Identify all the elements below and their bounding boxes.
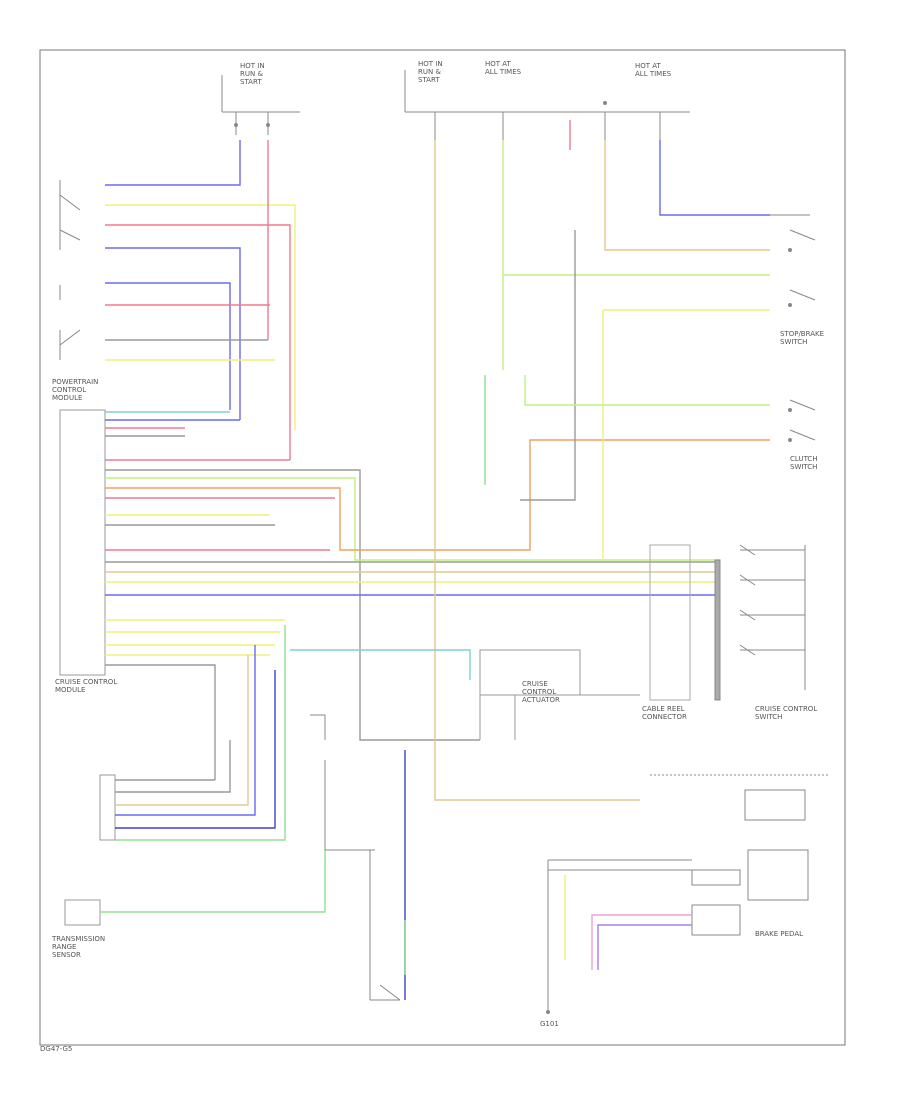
label-pcm: POWERTRAIN CONTROL MODULE: [52, 378, 99, 402]
diagram-frame: [39, 49, 846, 1046]
pcm-connector: [59, 409, 106, 676]
wire-trs: [100, 850, 326, 913]
label-stop-brake-switch: STOP/BRAKE SWITCH: [780, 330, 824, 346]
fuse-block-center: [404, 70, 690, 140]
pcm-switch: [59, 285, 81, 360]
cable-reel: [649, 544, 691, 701]
switch-cluster-top: [59, 180, 81, 250]
label-hot-at-all-times-2: HOT AT ALL TIMES: [635, 62, 672, 78]
label-hot-at-all-times-1: HOT AT ALL TIMES: [485, 60, 522, 76]
ground-symbol: [546, 1010, 550, 1014]
label-cable-reel: CABLE REEL CONNECTOR: [642, 705, 687, 721]
label-ground: G101: [540, 1020, 559, 1028]
label-hot-run-start-1: HOT IN RUN & START: [240, 62, 265, 86]
cruise-switch: [739, 544, 806, 690]
wires-lower-left: [115, 625, 286, 841]
fuse-block-left: [221, 75, 300, 135]
wires-center-vertical: [267, 120, 770, 801]
label-brake-pedal: BRAKE PEDAL: [755, 930, 804, 938]
label-cruise-control-module: CRUISE CONTROL MODULE: [55, 678, 118, 694]
label-clutch-switch: CLUTCH SWITCH: [790, 455, 818, 471]
wires-left: [105, 140, 770, 780]
lower-left-connector: [99, 774, 116, 841]
wire-cyan-actuator: [290, 649, 471, 680]
label-actuator: CRUISE CONTROL ACTUATOR: [522, 680, 560, 704]
brake-clutch-switches: [770, 214, 816, 442]
relay-area: [547, 774, 830, 1010]
footer-code: DG47-G5: [40, 1045, 73, 1053]
wire-violet-bottom: [597, 924, 692, 970]
label-hot-run-start-2: HOT IN RUN & START: [418, 60, 443, 84]
wire-pink-bottom: [591, 914, 692, 970]
cruise-switch-connector: [714, 559, 721, 701]
label-cruise-control-switch: CRUISE CONTROL SWITCH: [755, 705, 818, 721]
label-transmission-range-sensor: TRANSMISSION RANGE SENSOR: [52, 935, 106, 959]
center-bottom-switch: [310, 714, 401, 1001]
trs-box: [64, 899, 101, 926]
cruise-actuator: [479, 649, 640, 740]
